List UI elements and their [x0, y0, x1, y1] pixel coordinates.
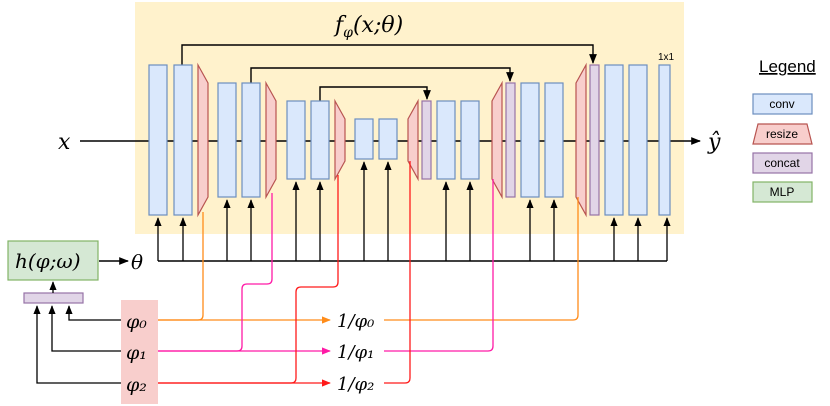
concat-block	[421, 100, 432, 180]
phi-concat-block	[23, 292, 84, 304]
skip-connections	[181, 44, 597, 101]
reciprocal-0-to-upsample-1	[384, 197, 579, 321]
conv-block	[378, 118, 398, 160]
phi-to-concat-connections	[33, 305, 121, 384]
resize-block	[575, 62, 587, 218]
concat-block	[505, 82, 516, 198]
legend-swatch-mlp	[752, 181, 813, 203]
legend-swatch-concat	[752, 152, 813, 174]
reciprocal-1-to-upsample-2	[384, 179, 494, 352]
phi-1-label: φ₁	[126, 342, 147, 364]
conv-1x1-block	[658, 64, 671, 216]
resize-block	[491, 80, 503, 200]
output-label: ŷ	[707, 130, 721, 155]
hypernetwork-box	[7, 240, 99, 281]
conv-block	[544, 82, 564, 198]
resize-block	[265, 80, 277, 200]
conv-1x1-label: 1x1	[658, 52, 675, 63]
conv-block	[173, 64, 193, 216]
conv-block	[520, 82, 540, 198]
phi-2-connections	[158, 161, 411, 387]
phi-2-to-downsample-3	[158, 175, 339, 384]
conv-block	[217, 82, 237, 198]
legend-label-mlp: MLP	[770, 185, 795, 199]
reciprocal-2-to-upsample-3	[384, 161, 411, 384]
conv-block	[460, 100, 480, 180]
input-label: x	[58, 130, 71, 155]
resize-block	[334, 98, 346, 182]
phi-0-label: φ₀	[126, 311, 147, 333]
phi-inputs-box	[121, 300, 158, 404]
conv-block	[604, 64, 624, 216]
conv-block	[628, 64, 648, 216]
legend-label-concat: concat	[764, 156, 800, 170]
concat-block	[589, 64, 600, 216]
legend-title: Legend	[759, 57, 816, 76]
hypernetwork-label: h(φ;ω)	[15, 249, 81, 273]
conv-block	[436, 100, 456, 180]
legend-swatch-conv	[752, 93, 813, 115]
phi-1-to-concat	[48, 305, 121, 352]
phi-0-to-concat	[65, 305, 121, 321]
conv-block	[354, 118, 374, 160]
legend-label-conv: conv	[769, 97, 794, 111]
phi-2-label: φ₂	[126, 374, 147, 396]
reciprocal-0-label: 1/φ₀	[337, 311, 374, 332]
layer-blocks	[148, 62, 671, 218]
legend-label-resize: resize	[766, 127, 798, 141]
phi-0-connections	[158, 197, 579, 324]
phi-2-to-concat	[33, 305, 121, 384]
network-title: fφ(x;θ)	[333, 13, 403, 41]
conv-block	[241, 82, 261, 198]
skip-connection-1	[181, 44, 597, 65]
theta-label: θ	[131, 250, 143, 274]
legend-swatch-resize	[752, 123, 813, 145]
reciprocal-2-label: 1/φ₂	[337, 374, 374, 395]
resize-block	[407, 98, 419, 182]
skip-connection-3	[319, 86, 431, 101]
legend: Legend conv resize concat MLP	[752, 57, 816, 203]
skip-connection-2	[250, 67, 514, 83]
resize-block	[197, 62, 209, 218]
reciprocal-1-label: 1/φ₁	[337, 342, 374, 363]
theta-connections	[154, 161, 671, 262]
conv-block	[286, 100, 306, 180]
phi-1-to-downsample-2	[158, 193, 273, 352]
conv-block	[148, 64, 168, 216]
conv-block	[310, 100, 330, 180]
phi-1-connections	[158, 179, 494, 355]
